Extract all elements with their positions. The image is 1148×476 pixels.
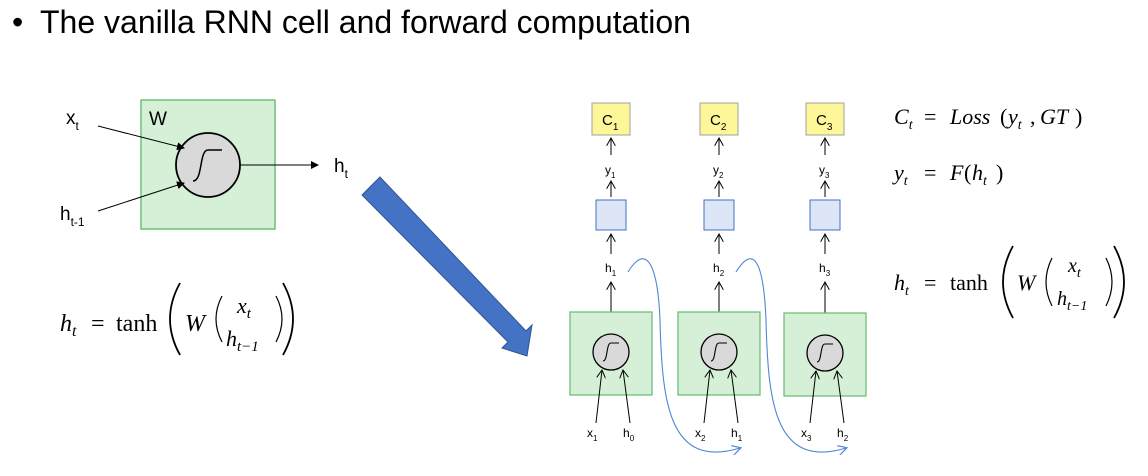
single-cell-weight-label: W (149, 109, 167, 130)
svg-text:Ct: Ct (894, 104, 914, 133)
sigmoid-curve-icon (192, 149, 222, 182)
x-label: x3 (801, 426, 812, 443)
svg-text:(: ( (1000, 104, 1007, 129)
paren-right-outer (282, 282, 294, 356)
cost-box (805, 102, 845, 136)
paren-right-outer (1113, 245, 1125, 319)
single-cell: W xt ht-1 ht (60, 99, 349, 230)
y-label: y2 (713, 163, 724, 180)
svg-text:xt: xt (236, 293, 252, 322)
sigmoid-curve-icon (816, 343, 833, 363)
paren-left-inner (215, 295, 223, 343)
prev-hidden-arrow (97, 181, 185, 212)
activation-icon (175, 132, 241, 198)
h-in-label: h2 (837, 426, 849, 443)
paren-left-outer (169, 282, 181, 356)
svg-text:=: = (924, 160, 936, 185)
h-label: h3 (819, 261, 831, 278)
x-label: x2 (695, 426, 706, 443)
svg-text:ht: ht (60, 311, 77, 340)
svg-text:ht: ht (894, 270, 910, 299)
unrolled-network: C1 y1 h1 x1 h0 C2 y2 h2 (569, 102, 867, 452)
cost-box (591, 102, 631, 136)
sigmoid-curve-icon (602, 342, 619, 362)
output-box (703, 199, 735, 231)
svg-text:,: , (1030, 104, 1036, 129)
paren-left-outer (1002, 245, 1014, 319)
svg-text:=: = (924, 270, 936, 295)
recurrent-connection-1 (627, 258, 740, 452)
hidden-update-equation-left: ht = tanh W xt ht−1 (60, 282, 294, 356)
output-label: ht (334, 156, 349, 181)
cost-label: C1 (602, 112, 619, 133)
sigmoid-curve-icon (710, 342, 727, 362)
cost-label: C3 (816, 112, 833, 133)
svg-text:ht−1: ht−1 (1057, 288, 1087, 314)
svg-text:ht−1: ht−1 (226, 326, 259, 355)
bullet-point: • (12, 4, 24, 40)
svg-text:W: W (185, 311, 207, 337)
cost-equation: Ct = Loss ( yt , GT ) (894, 104, 1082, 133)
svg-text:F: F (949, 160, 964, 185)
unroll-arrow (361, 176, 533, 357)
activation-icon (700, 333, 738, 371)
time-step-2: C2 y2 h2 x2 h1 (677, 102, 761, 443)
svg-text:yt: yt (1006, 104, 1023, 133)
paren-right-inner (275, 295, 283, 343)
h-in-label: h1 (731, 426, 743, 443)
svg-text:Loss: Loss (949, 104, 990, 129)
slide-title: • The vanilla RNN cell and forward comput… (12, 4, 691, 41)
input-label: xt (66, 108, 80, 133)
svg-text:tanh: tanh (116, 311, 157, 337)
output-box (595, 199, 627, 231)
svg-text:xt: xt (1067, 255, 1082, 281)
time-step-1: C1 y1 h1 x1 h0 (569, 102, 653, 443)
svg-text:): ) (1075, 104, 1082, 129)
svg-text:=: = (91, 311, 105, 337)
svg-text:yt: yt (892, 160, 909, 189)
time-step-3: C3 y3 h3 x3 h2 (783, 102, 867, 443)
svg-text:W: W (1017, 270, 1037, 295)
recurrent-connection-2 (735, 258, 846, 452)
svg-text:): ) (996, 160, 1003, 185)
svg-text:ht: ht (972, 160, 988, 189)
cost-label: C2 (710, 112, 727, 133)
h-label: h1 (605, 261, 617, 278)
cell-box (569, 311, 653, 396)
svg-text:(: ( (964, 160, 971, 185)
paren-left-inner (1045, 257, 1053, 307)
svg-text:=: = (924, 104, 936, 129)
svg-text:tanh: tanh (950, 270, 988, 295)
cell-box (677, 311, 761, 396)
paren-right-inner (1105, 257, 1113, 307)
hidden-update-equation-right: ht = tanh W xt ht−1 (894, 245, 1125, 319)
output-equation: yt = F ( ht ) (892, 160, 1003, 189)
h-label: h2 (713, 261, 725, 278)
x-label: x1 (587, 426, 598, 443)
cost-box (699, 102, 739, 136)
y-label: y1 (605, 163, 616, 180)
svg-text:GT: GT (1040, 104, 1070, 129)
output-box (809, 199, 841, 231)
input-arrow (97, 125, 185, 151)
prev-hidden-label: ht-1 (60, 204, 85, 229)
slide-title-text: The vanilla RNN cell and forward computa… (40, 4, 691, 40)
activation-icon (592, 333, 630, 371)
h-in-label: h0 (623, 426, 635, 443)
y-label: y3 (819, 163, 830, 180)
activation-icon (806, 334, 844, 372)
